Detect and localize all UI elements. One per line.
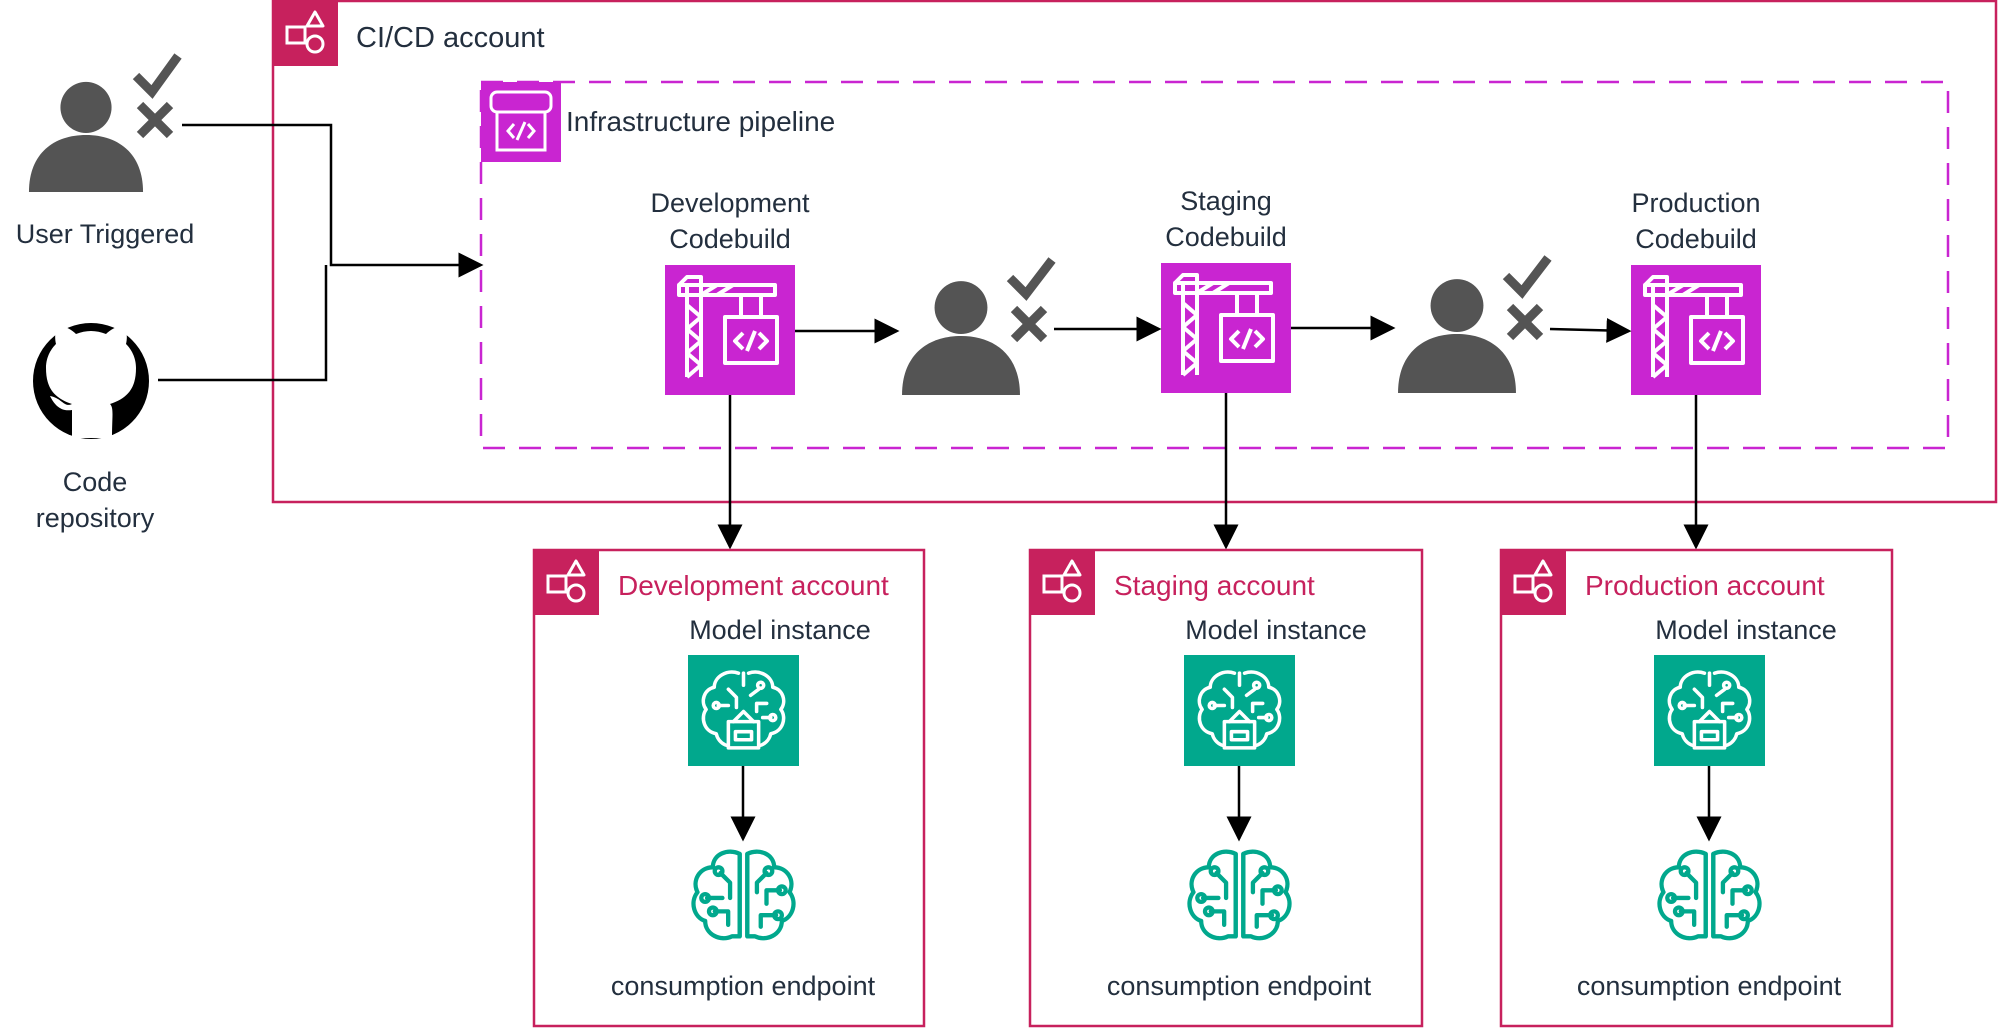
staging-codebuild-label: Staging Codebuild [1106,183,1346,255]
sagemaker-brain-icon [694,852,794,939]
account-group-icon [535,551,599,615]
sagemaker-model-icon [688,655,799,766]
user-triggered-label: User Triggered [15,219,195,249]
codebuild-crane-icon [665,265,795,395]
consumption-endpoint-label: consumption endpoint [1106,971,1372,1001]
cicd-account-title: CI/CD account [356,22,545,54]
development-account-title: Development account [618,570,889,601]
consumption-endpoint-label: consumption endpoint [1576,971,1842,1001]
checkmark-icon [132,53,182,99]
stage-label-line1: Production [1631,188,1761,218]
approver-user-icon [902,281,1020,395]
development-account-box [532,548,926,1028]
user-trigger-line [182,123,484,278]
cross-icon [136,101,174,139]
cross-icon [1506,303,1544,341]
stage-label-line2: Codebuild [1165,222,1287,252]
cicd-account-box [271,0,1998,504]
consumption-endpoint-label: consumption endpoint [610,971,876,1001]
account-group-icon [274,2,338,66]
stage-label-line2: Codebuild [1635,224,1757,254]
repo-label-line1: Code [62,467,128,497]
account-group-icon [1502,551,1566,615]
approver-user-icon [1398,279,1516,393]
stage-label-line2: Codebuild [669,224,791,254]
stage-label-line1: Staging [1180,186,1272,216]
flow-arrow [1549,317,1632,343]
codebuild-crane-icon [1631,265,1761,395]
account-group-icon [1031,551,1095,615]
cross-icon [1010,305,1048,343]
production-codebuild-label: Production Codebuild [1576,185,1816,257]
repo-label-line2: repository [35,503,155,533]
production-account-title: Production account [1585,570,1825,601]
sagemaker-brain-icon [1190,852,1290,939]
model-instance-label: Model instance [689,615,871,645]
pipeline-title: Infrastructure pipeline [566,106,836,137]
code-repository-label: Code repository [10,464,180,536]
sagemaker-brain-icon [1660,852,1760,939]
model-instance-label: Model instance [1185,615,1367,645]
production-account-box [1499,548,1894,1028]
codebuild-crane-icon [1161,263,1291,393]
sagemaker-model-icon [1184,655,1295,766]
stage-label-line1: Development [650,188,810,218]
sagemaker-model-icon [1654,655,1765,766]
github-icon [33,323,149,439]
repo-trigger-line [158,265,328,382]
model-instance-label: Model instance [1655,615,1837,645]
staging-account-box [1028,548,1424,1028]
user-icon [28,81,144,192]
codepipeline-icon [481,82,561,162]
staging-account-title: Staging account [1114,570,1315,601]
checkmark-icon [1006,257,1056,301]
development-codebuild-label: Development Codebuild [610,185,850,257]
checkmark-icon [1502,255,1552,299]
pipeline-box [479,80,1950,450]
